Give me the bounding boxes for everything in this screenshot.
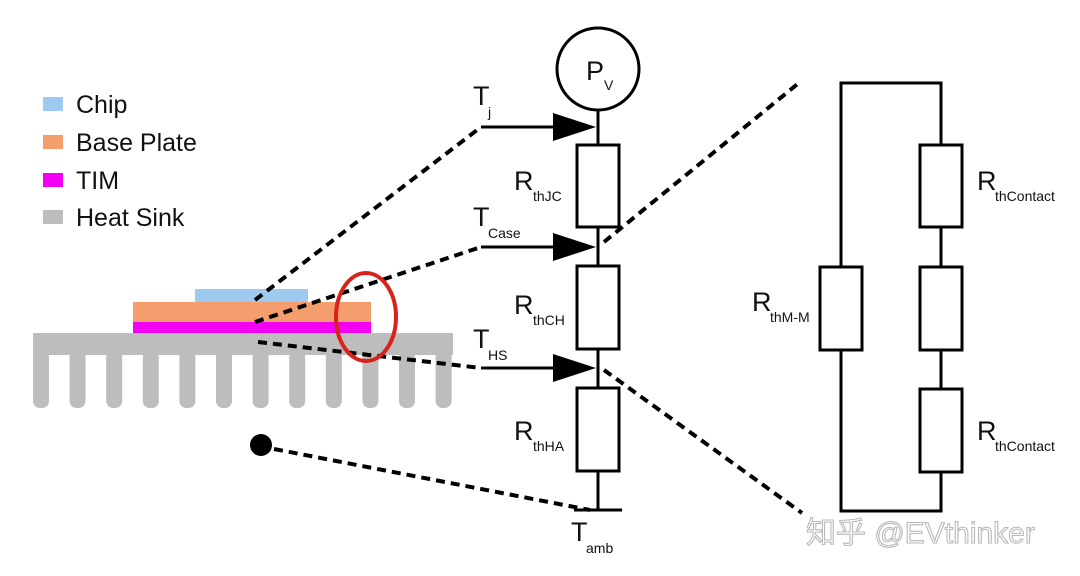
rthjc-label: R [514,166,534,196]
heat-sink-fin [435,350,452,408]
leader-junction [253,125,483,302]
base-plate-layer [133,302,371,322]
rthmm-label: R [752,287,772,317]
legend-swatch-tim [43,173,63,187]
legend-swatch-base-plate [43,135,63,149]
heat-sink-fin [106,350,123,408]
rthcontact-top-label: R [977,166,997,196]
tim-layer [133,322,371,333]
resistor-rthcontact-middle [918,265,964,352]
rthha-label: R [514,416,534,446]
leader-lines [253,80,804,515]
wire [839,350,943,513]
heat-sink-fin [33,350,49,408]
junction-arrowhead-icon [553,113,596,141]
case-arrowhead-icon [553,233,596,261]
chip-layer [195,289,308,302]
zoom-leader-bottom [602,368,804,515]
wire [839,81,943,267]
resistor-rthcontact-bottom [918,387,964,474]
rthch-label: R [514,290,534,320]
heat-sink-fin [216,350,232,408]
heat-sink-fin [179,350,196,408]
leader-case [254,245,482,324]
heat-sink-fin [399,350,415,408]
arrowheads [553,113,596,382]
resistor-rthjc [575,143,621,229]
legend-swatch-heat-sink [43,210,63,224]
legend-label-heat-sink: Heat Sink [76,204,185,232]
series-thermal-network [481,26,641,512]
rthha-label-sub: thHA [533,438,565,454]
power-module-stack [33,289,453,408]
heat-sink-fin [252,350,269,408]
heat-sink-fin [69,350,86,408]
resistor-rthha [575,386,621,473]
heatsink-arrowhead-icon [553,354,596,382]
tamb-label-sub: amb [586,540,613,556]
leader-ambient [273,447,591,512]
legend-label-chip: Chip [76,91,127,119]
rthcontact-bottom-label-sub: thContact [995,438,1055,454]
ths-label-sub: HS [488,347,507,363]
rthcontact-bottom-label: R [977,416,997,446]
tj-label: T [473,81,490,111]
legend-label-base-plate: Base Plate [76,129,197,157]
ambient-point-marker [250,434,272,456]
power-label: P [586,56,604,86]
power-label-sub: V [604,77,614,93]
legend: Chip Base Plate TIM Heat Sink [43,91,197,232]
contact-detail-network [818,81,964,513]
legend-swatch-chip [43,97,63,111]
resistor-rthcontact-top [918,143,964,229]
tcase-label: T [473,202,490,232]
resistor-rthm-m [818,265,864,352]
leader-heatsink [257,340,482,370]
tamb-label: T [571,517,588,547]
interface-highlight-ellipse [334,271,398,363]
tj-label-sub: j [487,104,491,120]
tcase-label-sub: Case [488,225,521,241]
legend-label-tim: TIM [76,167,119,195]
heat-sink [33,333,453,408]
rthch-label-sub: thCH [533,312,565,328]
heat-sink-fin [142,350,159,408]
heat-sink-fin [289,350,306,408]
rthcontact-top-label-sub: thContact [995,188,1055,204]
rthmm-label-sub: thM-M [770,309,810,325]
zoom-leader-top [602,80,802,244]
resistor-rthch [575,264,621,351]
ths-label: T [473,324,490,354]
rthjc-label-sub: thJC [533,188,562,204]
watermark: 知乎 @EVthinker [806,517,1035,550]
heat-sink-fin [325,350,342,408]
heat-sink-fin [362,350,379,408]
